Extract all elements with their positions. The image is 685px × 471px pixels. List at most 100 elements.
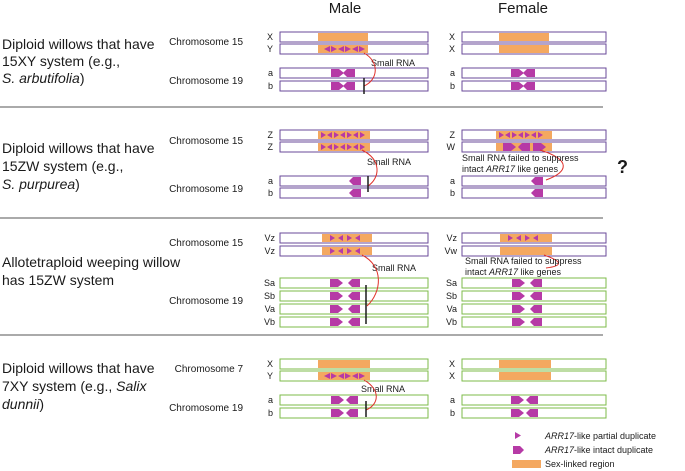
chromosome-letter: Y xyxy=(267,44,273,54)
species-name: S. arbutifolia xyxy=(2,70,80,86)
chromosome-letter: a xyxy=(268,176,273,186)
small-rna-arrow xyxy=(363,379,377,411)
suppression-failed-note: intact ARR17 like genes xyxy=(462,164,559,174)
sex-linked-region-swatch xyxy=(512,460,541,468)
species-name: S. purpurea xyxy=(2,176,75,192)
chromosome-letter: Vz xyxy=(264,233,275,243)
legend-label: ARR17-like partial duplicate xyxy=(544,431,656,441)
partial-duplicate-cluster xyxy=(324,373,365,379)
intact-duplicate-pair xyxy=(512,279,542,326)
note-text: like genes xyxy=(515,164,559,174)
chromosome-letter: X xyxy=(449,32,455,42)
chromosome-letter: X xyxy=(267,32,273,42)
male-header: Male xyxy=(329,0,362,17)
chromosome-letter: W xyxy=(447,142,456,152)
sex-chromosome-label: Chromosome 15 xyxy=(169,238,243,249)
chromosome-letter: Sa xyxy=(446,278,457,288)
sex-linked-region xyxy=(499,33,549,41)
small-rna-arrow xyxy=(363,52,376,87)
chromosome-letter: a xyxy=(268,395,273,405)
autosome-label: Chromosome 19 xyxy=(169,184,243,195)
chromosome-letter: X xyxy=(449,371,455,381)
chromosome-letter: Vb xyxy=(446,317,457,327)
male-autosome-set: Sa Sb Va Vb xyxy=(264,277,429,328)
chromosome-letter: b xyxy=(268,188,273,198)
intact-duplicate-pair xyxy=(330,279,360,326)
section-title-line: 7XY system (e.g., Salix xyxy=(2,378,147,394)
species-epithet: dunnii xyxy=(2,396,40,412)
sex-linked-region xyxy=(499,360,551,368)
sex-chromosome-label: Chromosome 7 xyxy=(175,364,244,375)
note-text: intact xyxy=(462,164,486,174)
legend-label: ARR17-like intact duplicate xyxy=(544,445,653,455)
intact-duplicate-pair xyxy=(531,177,543,197)
sex-chromosome-label: Chromosome 15 xyxy=(169,37,243,48)
chromosome-letter: Va xyxy=(447,304,457,314)
chromosome-letter: b xyxy=(450,408,455,418)
partial-duplicate-icon xyxy=(515,432,521,439)
species-genus: Salix xyxy=(116,378,147,394)
chromosome-letter: Vw xyxy=(444,246,457,256)
chromosome-letter: b xyxy=(268,81,273,91)
section-title-line: 15XY system (e.g., xyxy=(2,53,120,69)
small-rna-arrow xyxy=(361,254,379,307)
sex-linked-region xyxy=(496,131,552,139)
chromosome-letter: Z xyxy=(450,130,456,140)
chromosome-letter: X xyxy=(449,44,455,54)
partial-duplicate-cluster xyxy=(330,235,360,254)
legend: ARR17-like partial duplicate ARR17-like … xyxy=(512,431,656,469)
small-rna-label: Small RNA xyxy=(372,263,416,273)
section-title-line: Diploid willows that have xyxy=(2,360,155,376)
autosome-label: Chromosome 19 xyxy=(169,403,243,414)
sex-linked-region xyxy=(318,33,368,41)
chromosome-letter: Vz xyxy=(264,246,275,256)
small-rna-label: Small RNA xyxy=(361,384,405,394)
sex-linked-region xyxy=(499,372,551,380)
gene-name: ARR17 xyxy=(544,431,575,441)
intact-duplicate-pair xyxy=(503,143,546,151)
partial-duplicate-cluster xyxy=(324,46,365,52)
section-title-line: Diploid willows that have xyxy=(2,140,155,156)
chromosome-letter: Va xyxy=(265,304,275,314)
chromosome-letter: b xyxy=(268,408,273,418)
sex-chromosome-label: Chromosome 15 xyxy=(169,136,243,147)
section-7xy: Diploid willows that have 7XY system (e.… xyxy=(2,358,607,419)
section-title-line: Allotetraploid weeping willow xyxy=(2,254,181,270)
title-text: 7XY system (e.g., xyxy=(2,378,116,394)
female-header: Female xyxy=(498,0,548,17)
section-title-line: Diploid willows that have xyxy=(2,36,155,52)
section-15zw: Diploid willows that have 15ZW system (e… xyxy=(2,129,628,199)
chromosome-letter: b xyxy=(450,188,455,198)
title-close-paren: ) xyxy=(80,70,85,86)
chromosome-letter: Sb xyxy=(446,291,457,301)
suppression-failed-note: Small RNA failed to suppress xyxy=(462,153,579,163)
small-rna-arrow xyxy=(539,149,564,181)
legend-text: -like partial duplicate xyxy=(574,431,656,441)
small-rna-arrow xyxy=(543,254,559,269)
gene-name: ARR17 xyxy=(488,267,519,277)
sex-linked-region xyxy=(318,360,370,368)
intact-duplicate-pair xyxy=(349,177,361,197)
section-allotetraploid: Allotetraploid weeping willow has 15ZW s… xyxy=(2,232,607,328)
small-rna-label: Small RNA xyxy=(367,157,411,167)
legend-label: Sex-linked region xyxy=(545,459,615,469)
intact-duplicate-pair xyxy=(511,69,535,90)
chromosome-letter: Z xyxy=(268,142,274,152)
chromosome-letter: Vb xyxy=(264,317,275,327)
small-rna-arrow xyxy=(361,149,378,187)
section-title-line: 15ZW system (e.g., xyxy=(2,158,123,174)
chromosome-letter: Vz xyxy=(446,233,457,243)
section-title-line: has 15ZW system xyxy=(2,272,114,288)
partial-duplicate-cluster xyxy=(508,235,538,241)
title-close-paren: ) xyxy=(39,396,44,412)
autosome-label: Chromosome 19 xyxy=(169,76,243,87)
section-15xy: Diploid willows that have 15XY system (e… xyxy=(2,31,607,94)
sex-linked-region xyxy=(500,247,552,255)
chromosome-letter: b xyxy=(450,81,455,91)
suppression-failed-note: intact ARR17 like genes xyxy=(465,267,562,277)
section-title-line: S. purpurea) xyxy=(2,176,80,192)
title-close-paren: ) xyxy=(75,176,80,192)
chromosome-letter: a xyxy=(268,68,273,78)
